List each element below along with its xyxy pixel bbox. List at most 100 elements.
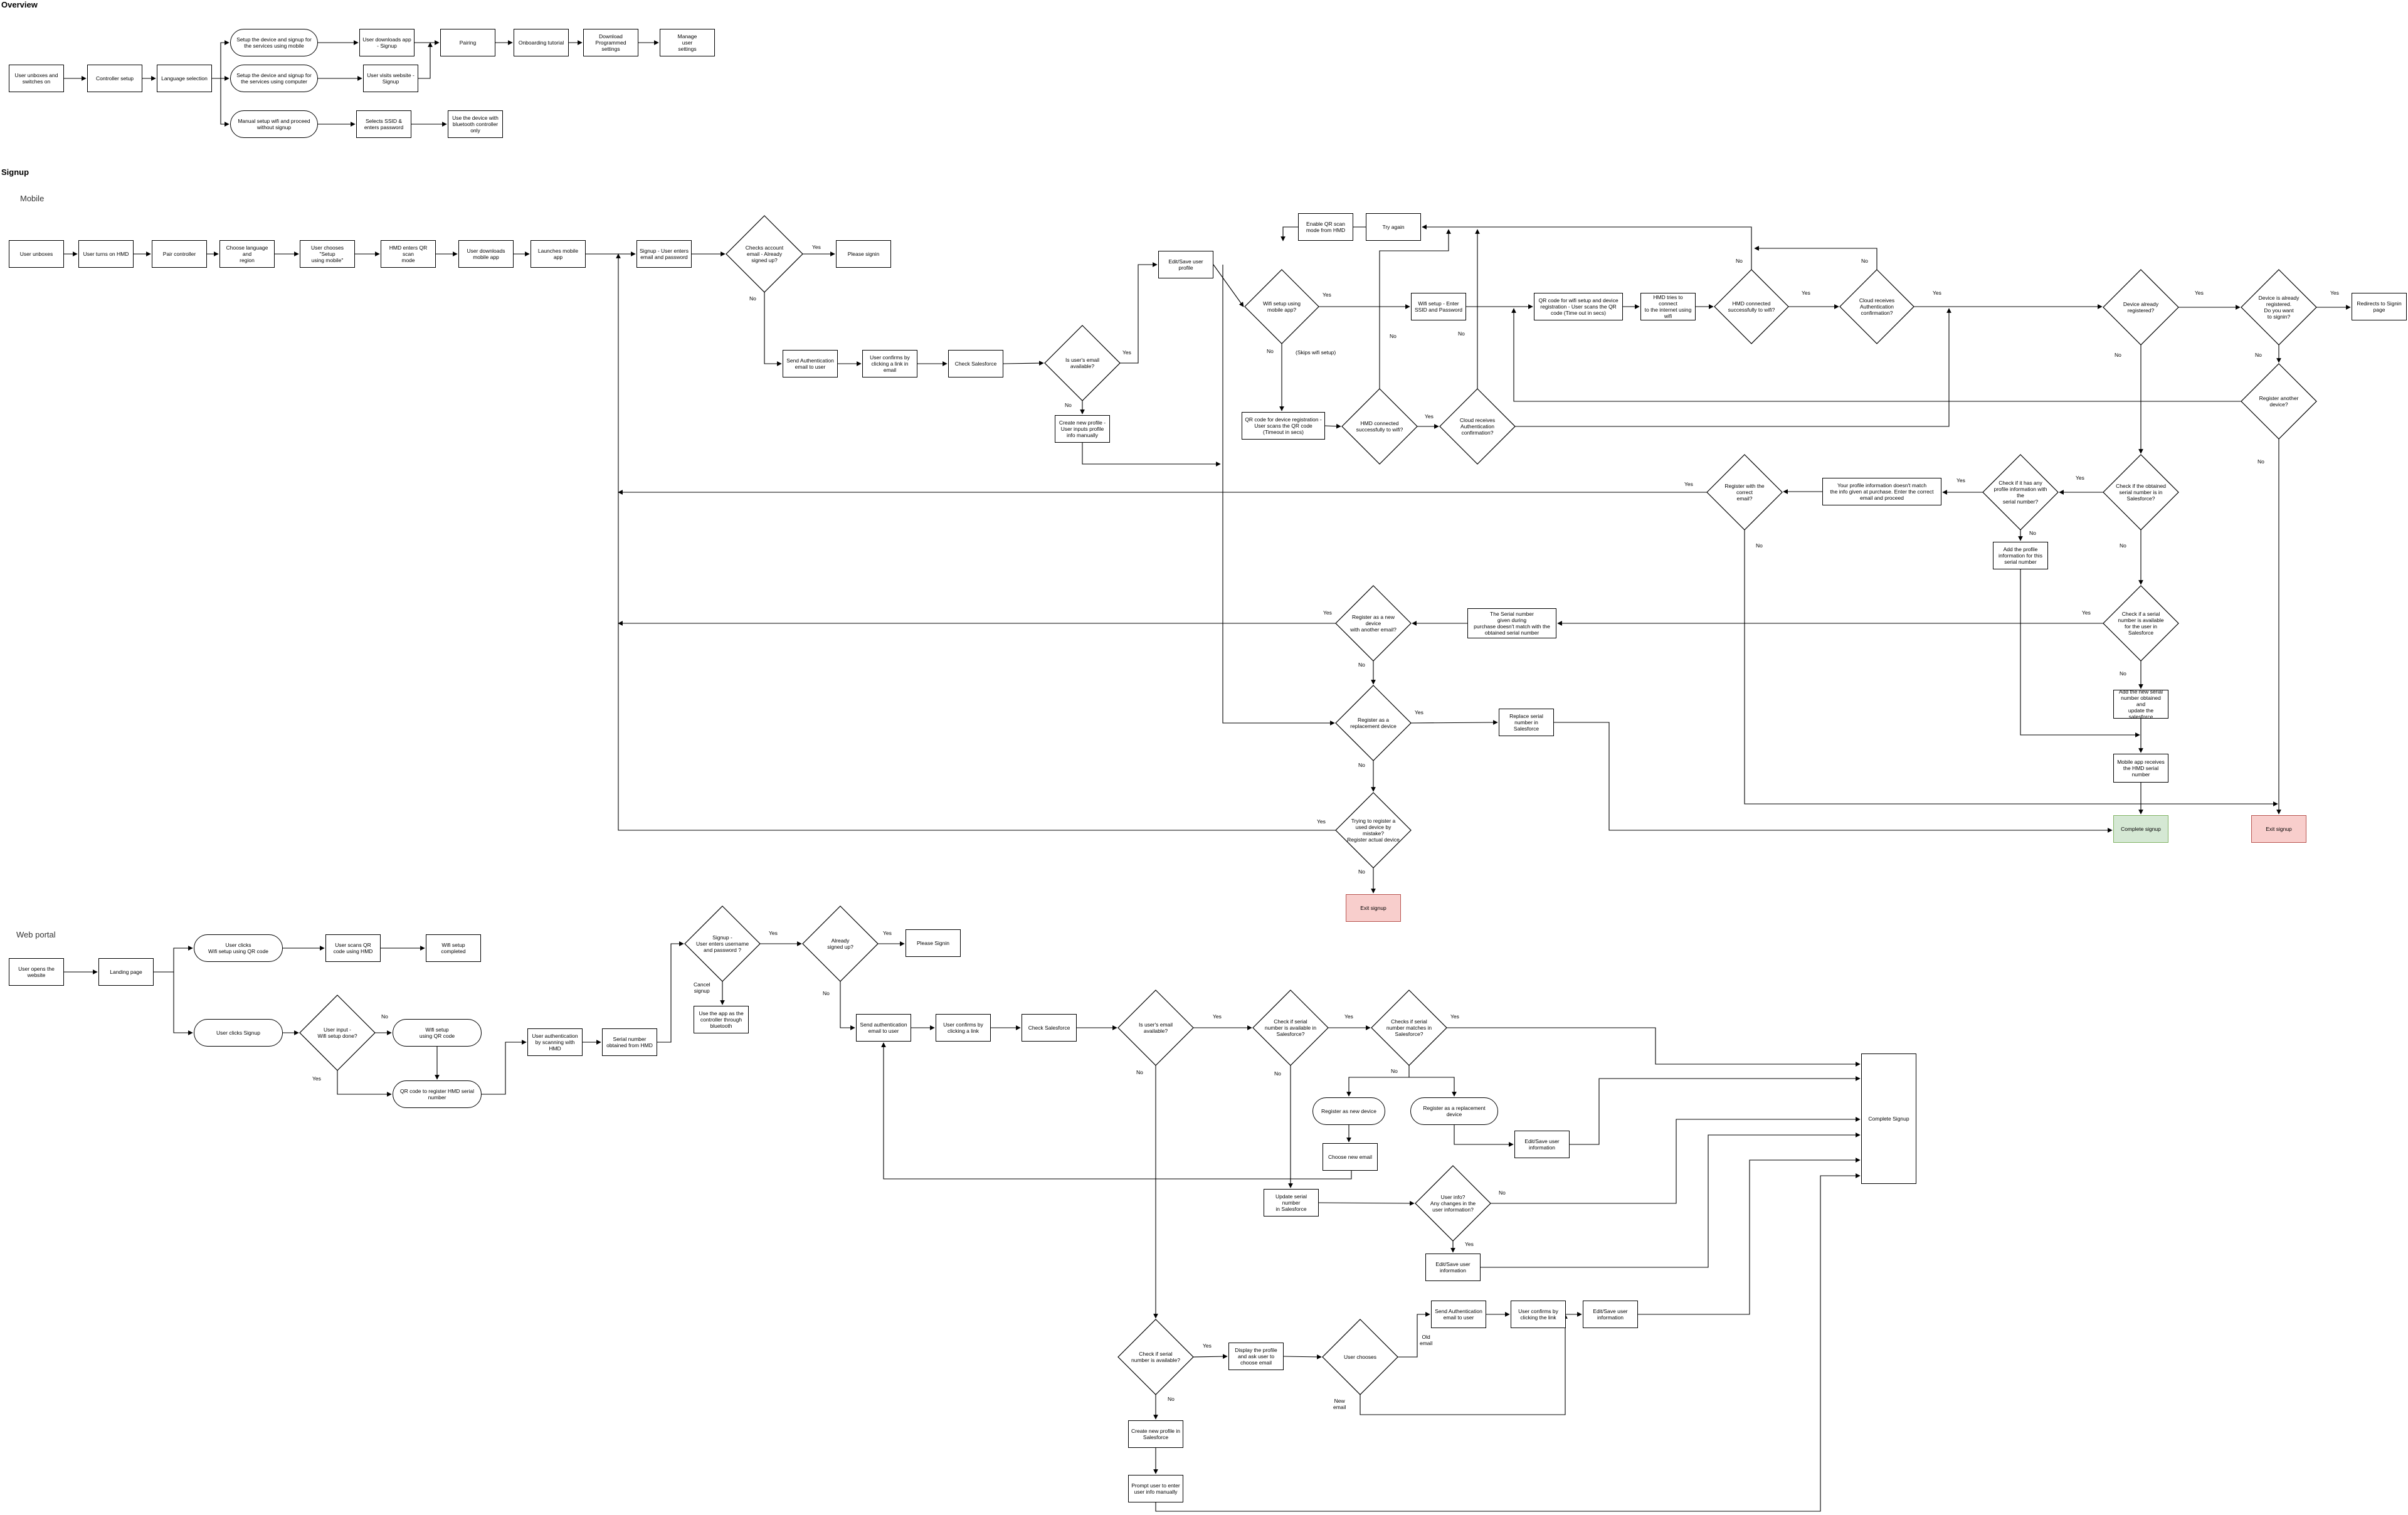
connector-arrow xyxy=(154,946,193,973)
connector-arrow xyxy=(418,42,433,79)
edge-label-yes: Yes xyxy=(883,930,892,937)
edge-label-yes: Yes xyxy=(1802,290,1810,297)
connector-arrow xyxy=(2020,569,2140,737)
decision-m-hmd-wifi-1: HMD connected successfully to wifi? xyxy=(1341,388,1418,465)
node-bluetooth-only: Use the device with bluetooth controller… xyxy=(448,110,503,138)
connector-arrow xyxy=(1744,530,2278,806)
edge-label-yes: Yes xyxy=(1203,1343,1212,1349)
node-manual-wifi-setup: Manual setup wifi and proceed without si… xyxy=(230,110,318,138)
edge-label-no: No xyxy=(823,990,830,997)
node-w-update-serial: Update serial number in Salesforce xyxy=(1264,1189,1319,1217)
decision-w-user-chooses: User chooses xyxy=(1322,1319,1398,1395)
edge-label-no: No xyxy=(1358,762,1365,769)
node-m-choose-language: Choose language and region xyxy=(219,240,275,268)
node-m-redirect-signin: Redirects to Signin page xyxy=(2352,293,2407,320)
node-w-landing-page: Landing page xyxy=(98,958,154,986)
node-m-signup-email: Signup - User enters email and password xyxy=(636,240,692,268)
edge-label-yes: Yes xyxy=(2330,290,2339,297)
node-m-enable-qr-scan: Enable QR scan mode from HMD xyxy=(1298,213,1353,241)
connector-arrow xyxy=(1481,1132,1861,1268)
edge-label-yes: Yes xyxy=(2195,290,2204,297)
connector-arrow xyxy=(1409,1077,1457,1097)
connector-arrow xyxy=(1422,224,1752,270)
node-w-please-signin: Please Signin xyxy=(906,929,961,957)
node-w-qr-register-serial: QR code to register HMD serial number xyxy=(393,1080,482,1108)
node-m-confirm-link: User confirms by clicking a link in emai… xyxy=(862,350,917,377)
edge-label-yes: Yes xyxy=(2082,610,2091,616)
edge-label-new-email: New email xyxy=(1333,1398,1346,1411)
node-w-complete-signup: Complete Signup xyxy=(1861,1053,1916,1184)
overview-heading: Overview xyxy=(1,0,38,9)
node-w-clicks-signup: User clicks Signup xyxy=(194,1019,283,1047)
node-w-edit-user-info-2: Edit/Save user information xyxy=(1425,1254,1481,1281)
edge-label-no: No xyxy=(1756,542,1763,549)
node-w-edit-user-info-3: Edit/Save user information xyxy=(1583,1301,1638,1328)
connector-arrow xyxy=(337,1070,392,1097)
node-language-selection: Language selection xyxy=(157,65,212,92)
connector-arrow xyxy=(1213,264,1244,307)
decision-m-correct-email: Register with the correct email? xyxy=(1706,454,1783,531)
connector-arrow xyxy=(657,941,684,1043)
node-w-check-salesforce: Check Salesforce xyxy=(1022,1014,1077,1042)
connector-arrow xyxy=(1398,1312,1430,1358)
node-m-hmd-tries-connect: HMD tries to connect to the internet usi… xyxy=(1640,293,1696,320)
node-m-wifi-ssid: Wifi setup - Enter SSID and Password xyxy=(1411,293,1466,320)
connector-arrow xyxy=(1346,1065,1410,1097)
node-w-register-replacement: Register as a replacement device xyxy=(1410,1097,1498,1125)
decision-m-used-device-mistake: Trying to register a used device by mist… xyxy=(1335,792,1412,868)
decision-m-profile-info: Check if it has any profile information … xyxy=(1982,454,2059,531)
node-m-qr-wifi-registration: QR code for wifi setup and device regist… xyxy=(1534,293,1623,320)
edge-label-no: No xyxy=(2258,458,2264,465)
edge-label-no: No xyxy=(2120,542,2126,549)
connector-arrow xyxy=(616,253,1336,831)
node-onboarding-tutorial: Onboarding tutorial xyxy=(514,29,569,56)
node-m-mobile-receives-serial: Mobile app receives the HMD serial numbe… xyxy=(2113,754,2168,783)
connector-arrow xyxy=(1222,265,1335,726)
edge-label-yes: Yes xyxy=(312,1075,321,1082)
node-m-complete-signup: Complete signup xyxy=(2113,815,2168,843)
node-m-create-new-profile: Create new profile - User inputs profile… xyxy=(1055,415,1110,443)
node-m-add-serial: Add the new serial number obtained and u… xyxy=(2113,689,2168,720)
node-w-auth-scanning: User authentication by scanning with HMD xyxy=(527,1028,583,1056)
node-setup-using-computer: Setup the device and signup for the serv… xyxy=(230,65,318,92)
node-m-pair-controller: Pair controller xyxy=(152,240,207,268)
node-selects-ssid: Selects SSID & enters password xyxy=(356,110,411,138)
decision-w-serial-matches: Checks if serial number matches in Sales… xyxy=(1371,990,1447,1066)
edge-label-no: No xyxy=(381,1013,388,1020)
node-w-use-app-bluetooth: Use the app as the controller through bl… xyxy=(694,1006,749,1033)
node-user-downloads-app: User downloads app - Signup xyxy=(359,29,415,56)
connector-arrow xyxy=(220,40,230,78)
edge-label-yes: Yes xyxy=(1425,413,1434,420)
decision-m-hmd-wifi-2: HMD connected successfully to wifi? xyxy=(1714,269,1789,344)
decision-m-cloud-auth-2: Cloud receives Authentication confirmati… xyxy=(1839,269,1914,344)
node-w-edit-user-info-1: Edit/Save user information xyxy=(1514,1131,1570,1158)
web-portal-subheading: Web portal xyxy=(16,930,56,939)
edge-label-yes: Yes xyxy=(1956,477,1965,484)
edge-label-no: No xyxy=(1390,333,1397,340)
decision-w-serial-in-salesforce: Check if serial number is available in S… xyxy=(1252,990,1329,1066)
edge-label-no: No xyxy=(1736,258,1743,265)
edge-label-no: No xyxy=(749,295,756,302)
node-m-user-unboxes: User unboxes xyxy=(9,240,64,268)
node-w-wifi-completed: Wifi setup completed xyxy=(426,934,481,962)
edge-label-no: No xyxy=(1136,1069,1143,1076)
connector-arrow xyxy=(840,981,855,1030)
node-w-opens-website: User opens the website xyxy=(9,958,64,986)
edge-label-no: No xyxy=(1358,868,1365,875)
edge-label-yes: Yes xyxy=(1323,292,1331,298)
edge-label-no: No xyxy=(2029,530,2036,537)
edge-label-no: No xyxy=(2115,352,2121,359)
node-m-send-auth-email: Send Authentication email to user xyxy=(783,350,838,377)
node-w-send-auth-2: Send Authentication email to user xyxy=(1431,1301,1486,1328)
decision-w-already-signed-up: Already signed up? xyxy=(802,905,879,982)
edge-label-yes: Yes xyxy=(2076,475,2084,482)
node-m-serial-mismatch: The Serial number given during purchase … xyxy=(1467,608,1556,638)
decision-m-device-registered: Device already registered? xyxy=(2103,269,2179,346)
decision-m-email-available: Is user's email available? xyxy=(1044,325,1121,401)
connector-arrow xyxy=(1511,308,2241,402)
decision-m-serial-in-salesforce: Check if the obtained serial number is i… xyxy=(2103,454,2179,531)
connector-arrow xyxy=(1082,443,1221,467)
edge-label-yes: Yes xyxy=(1323,610,1332,616)
edge-label-yes: Yes xyxy=(1465,1241,1474,1248)
edge-label-yes: Yes xyxy=(1415,709,1423,716)
